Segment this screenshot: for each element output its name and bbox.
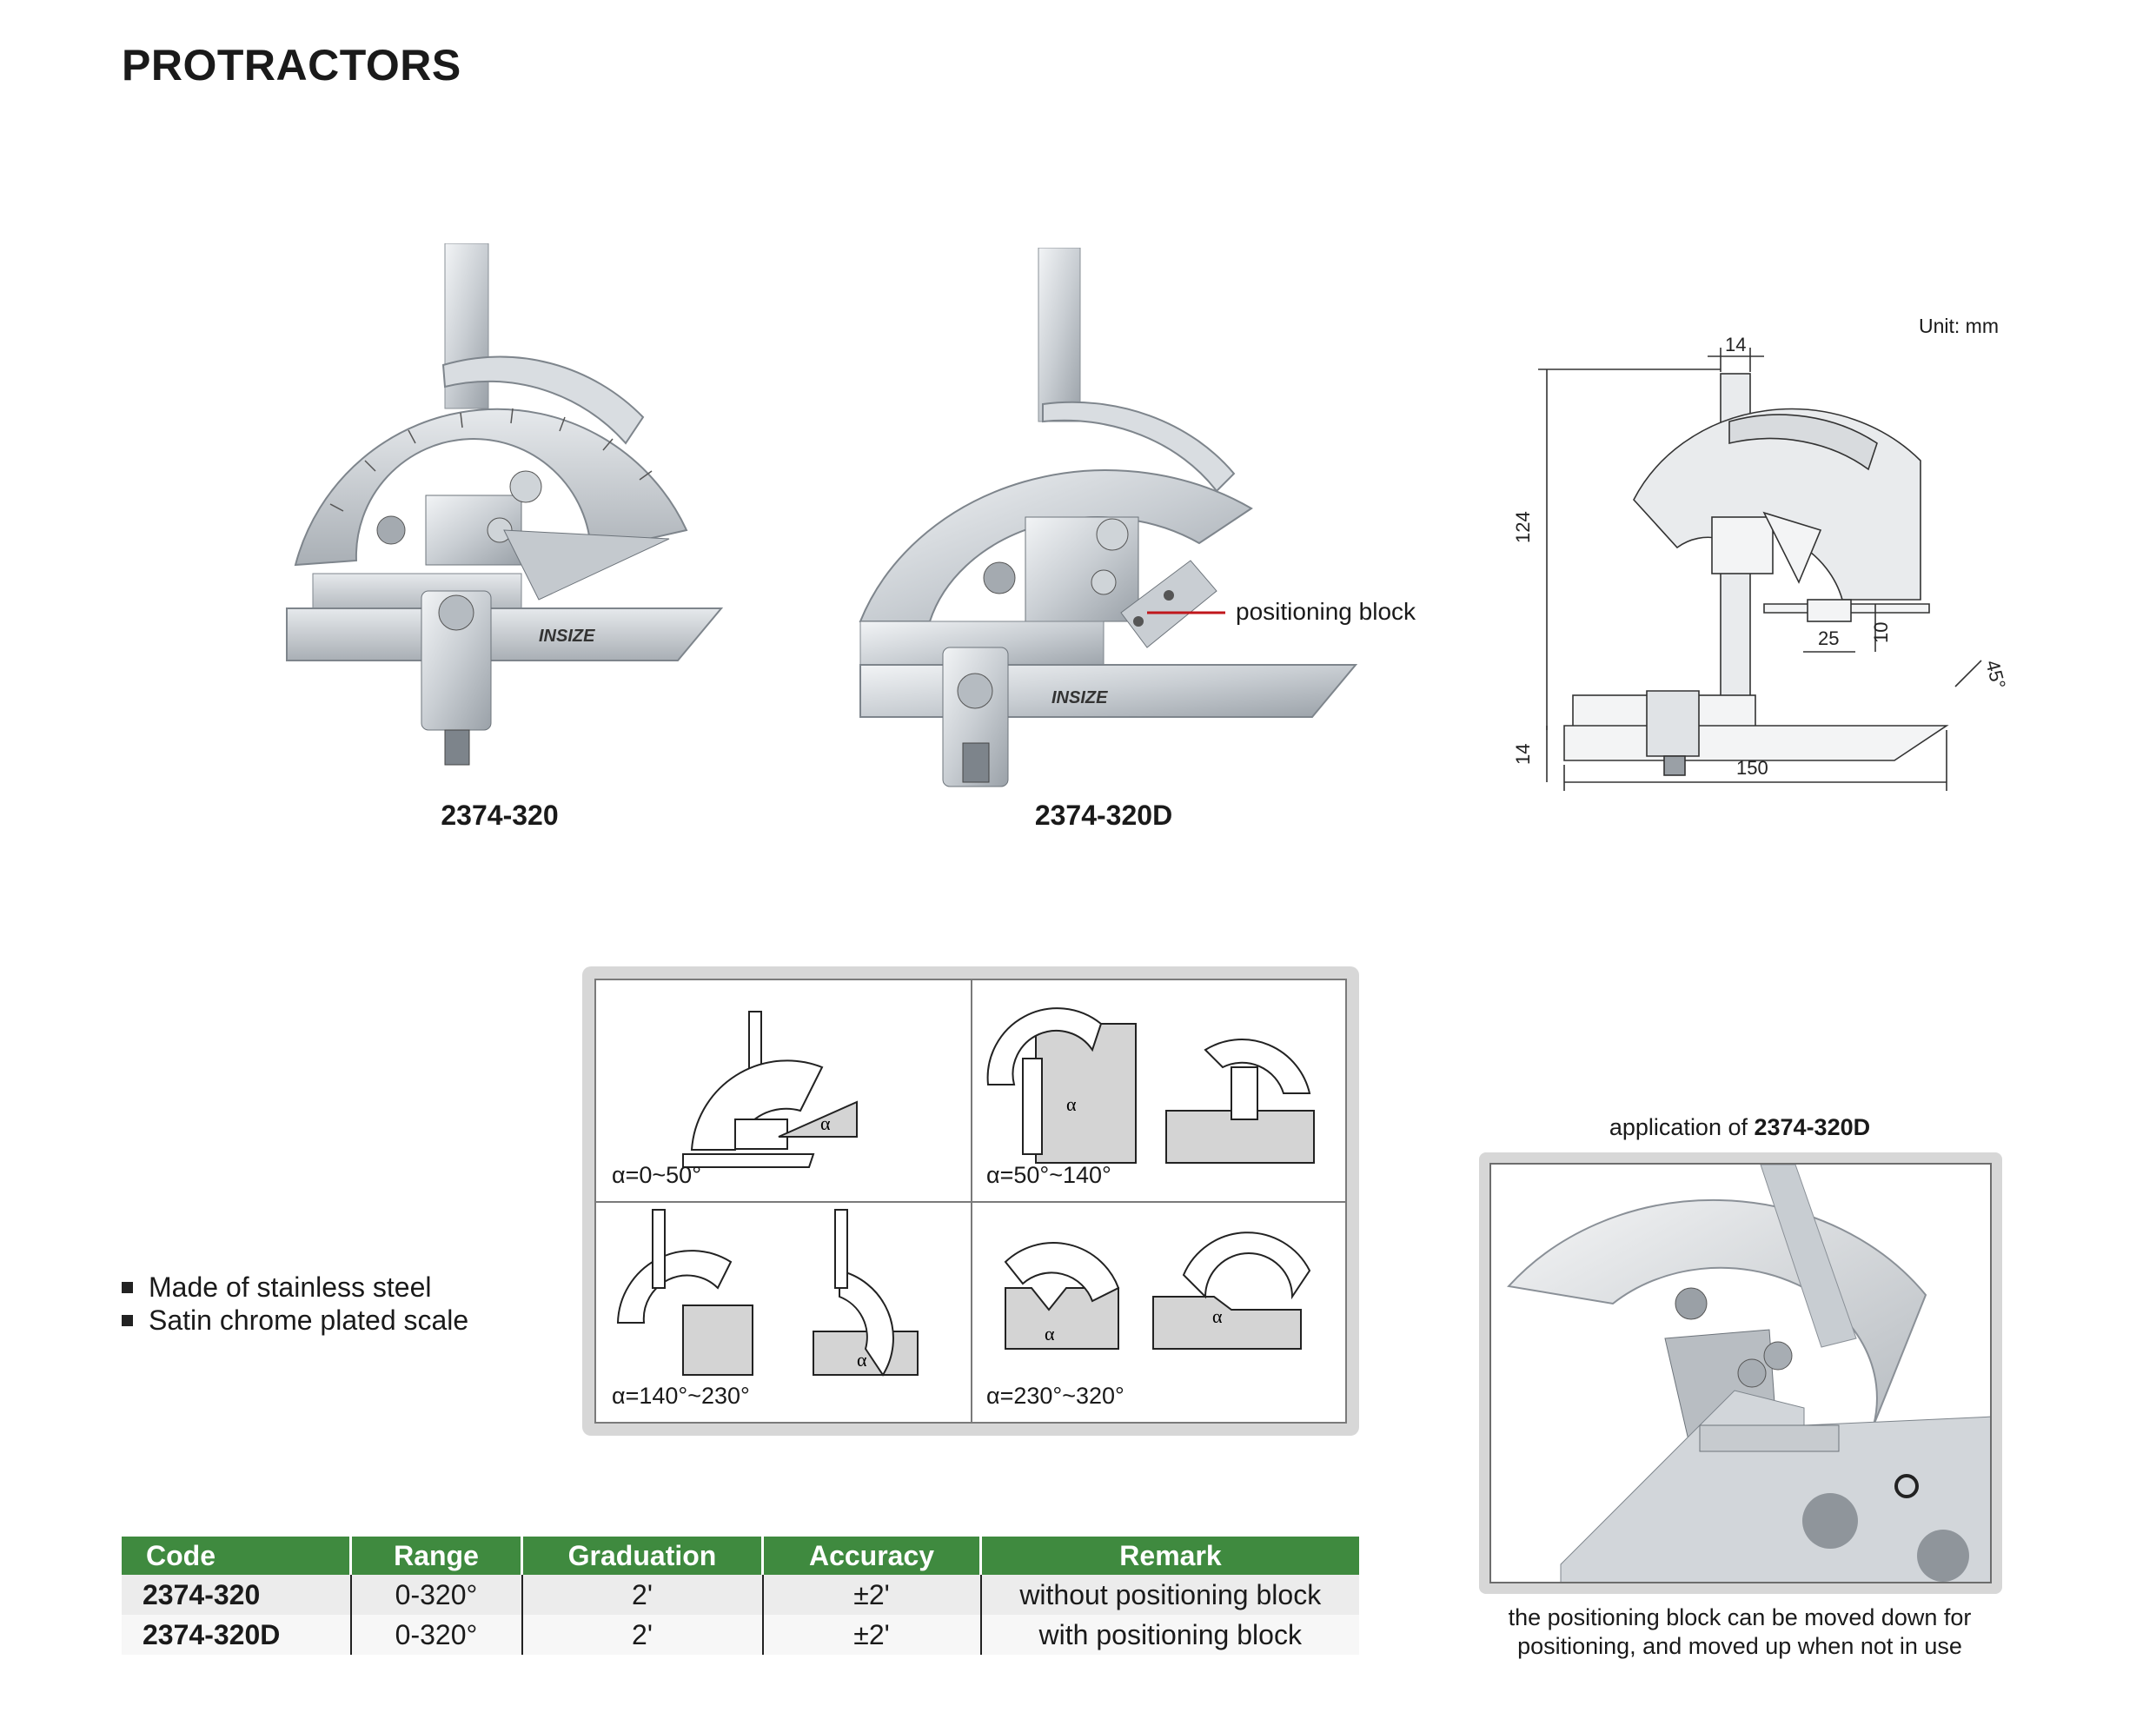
application-cell: α α α=230°~320° xyxy=(971,1201,1345,1422)
application-cell: α α=140°~230° xyxy=(596,1201,971,1422)
application-photo-note: the positioning block can be moved down … xyxy=(1508,1604,1972,1659)
dim-height: 124 xyxy=(1512,511,1534,543)
unit-label: Unit: mm xyxy=(1919,315,1999,337)
application-range-label: α=50°~140° xyxy=(986,1162,1111,1188)
table-cell: 2374-320D xyxy=(122,1615,351,1655)
application-cell: α α=50°~140° xyxy=(971,980,1345,1201)
application-photo-caption: application of 2374-320D xyxy=(1609,1114,1871,1140)
application-range-label: α=140°~230° xyxy=(612,1383,750,1409)
dim-top: 14 xyxy=(1725,334,1746,355)
table-header-cell: Accuracy xyxy=(761,1537,981,1575)
dim-block-height: 10 xyxy=(1870,622,1892,643)
bullet-icon xyxy=(122,1314,133,1326)
application-photo-frame xyxy=(1479,1152,2002,1594)
product-code-label: 2374-320 xyxy=(441,800,559,831)
feature-list: Made of stainless steel Satin chrome pla… xyxy=(122,1271,468,1337)
alpha-symbol: α xyxy=(820,1112,831,1134)
table-row: 2374-320D 0-320° 2' ±2' with positioning… xyxy=(122,1615,1359,1655)
application-range-label: α=0~50° xyxy=(612,1162,701,1188)
table-header-cell: Graduation xyxy=(521,1537,763,1575)
table-cell: 2374-320 xyxy=(122,1575,351,1615)
spec-table: Code Range Graduation Accuracy Remark 23… xyxy=(122,1537,1359,1655)
table-cell: with positioning block xyxy=(979,1615,1359,1655)
application-grid: α α=0~50° α α=50°~140° xyxy=(594,979,1347,1424)
application-range-label: α=230°~320° xyxy=(986,1383,1124,1409)
application-panel: α α=0~50° α α=50°~140° xyxy=(582,966,1359,1436)
feature-item: Made of stainless steel xyxy=(122,1271,468,1304)
table-cell: without positioning block xyxy=(979,1575,1359,1615)
positioning-block-callout: positioning block xyxy=(1236,598,1416,625)
table-header-row: Code Range Graduation Accuracy Remark xyxy=(122,1537,1359,1575)
brand-logo: INSIZE xyxy=(539,627,595,646)
application-photo xyxy=(1489,1163,1992,1583)
table-cell: 0-320° xyxy=(349,1575,522,1615)
product-image-2374-320: INSIZE xyxy=(217,242,739,800)
page-title: PROTRACTORS xyxy=(122,41,461,90)
table-cell: ±2' xyxy=(761,1575,981,1615)
alpha-symbol: α xyxy=(1045,1323,1055,1344)
bullet-icon xyxy=(122,1281,133,1293)
alpha-symbol: α xyxy=(1212,1305,1223,1327)
table-cell: 0-320° xyxy=(349,1615,522,1655)
alpha-symbol: α xyxy=(1066,1093,1077,1115)
table-cell: 2' xyxy=(521,1575,763,1615)
table-cell: 2' xyxy=(521,1615,763,1655)
table-header-cell: Code xyxy=(122,1537,351,1575)
product-code-label: 2374-320D xyxy=(1034,800,1173,831)
dim-block-width: 25 xyxy=(1818,627,1839,649)
dim-angle: 45° xyxy=(1981,658,2010,692)
table-header-cell: Remark xyxy=(979,1537,1359,1575)
dimension-drawing: 14 124 14 150 25 10 45° xyxy=(1512,330,2016,800)
application-cell: α α=0~50° xyxy=(596,980,971,1201)
brand-logo: INSIZE xyxy=(1051,688,1108,707)
feature-item: Satin chrome plated scale xyxy=(122,1304,468,1337)
table-header-cell: Range xyxy=(349,1537,522,1575)
alpha-symbol: α xyxy=(857,1349,867,1371)
table-row: 2374-320 0-320° 2' ±2' without positioni… xyxy=(122,1575,1359,1615)
dim-length: 150 xyxy=(1736,757,1768,779)
product-image-2374-320D: INSIZE xyxy=(852,247,1373,804)
table-cell: ±2' xyxy=(761,1615,981,1655)
dim-bottom: 14 xyxy=(1512,744,1534,765)
